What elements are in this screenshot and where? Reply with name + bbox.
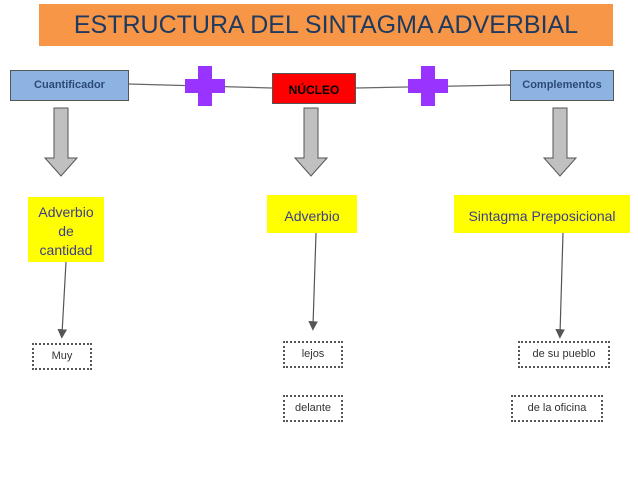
category-sintagma-preposicional: Sintagma Preposicional bbox=[454, 195, 630, 233]
down-arrow-icon bbox=[43, 107, 79, 177]
diagram-title: ESTRUCTURA DEL SINTAGMA ADVERBIAL bbox=[39, 4, 613, 46]
category-line: cantidad bbox=[39, 242, 93, 258]
header-cuantificador: Cuantificador bbox=[10, 70, 129, 101]
example-box: de su pueblo bbox=[518, 341, 610, 368]
down-arrow-icon bbox=[542, 107, 578, 177]
example-arrow-left bbox=[57, 261, 68, 339]
example-box: Muy bbox=[32, 343, 92, 370]
example-box: de la oficina bbox=[511, 395, 603, 422]
example-arrow-right bbox=[555, 232, 565, 339]
header-complementos: Complementos bbox=[510, 70, 614, 101]
plus-icon bbox=[185, 66, 225, 106]
category-line: de bbox=[58, 223, 74, 239]
example-box: lejos bbox=[283, 341, 343, 368]
down-arrow-icon bbox=[293, 107, 329, 177]
category-line: Adverbio bbox=[38, 204, 94, 220]
plus-icon bbox=[408, 66, 448, 106]
category-adverbio-de-cantidad: Adverbio de cantidad bbox=[28, 197, 104, 262]
example-arrow-center bbox=[308, 232, 318, 331]
category-adverbio: Adverbio bbox=[267, 195, 357, 233]
header-nucleo: NÚCLEO bbox=[272, 73, 356, 104]
example-box: delante bbox=[283, 395, 343, 422]
